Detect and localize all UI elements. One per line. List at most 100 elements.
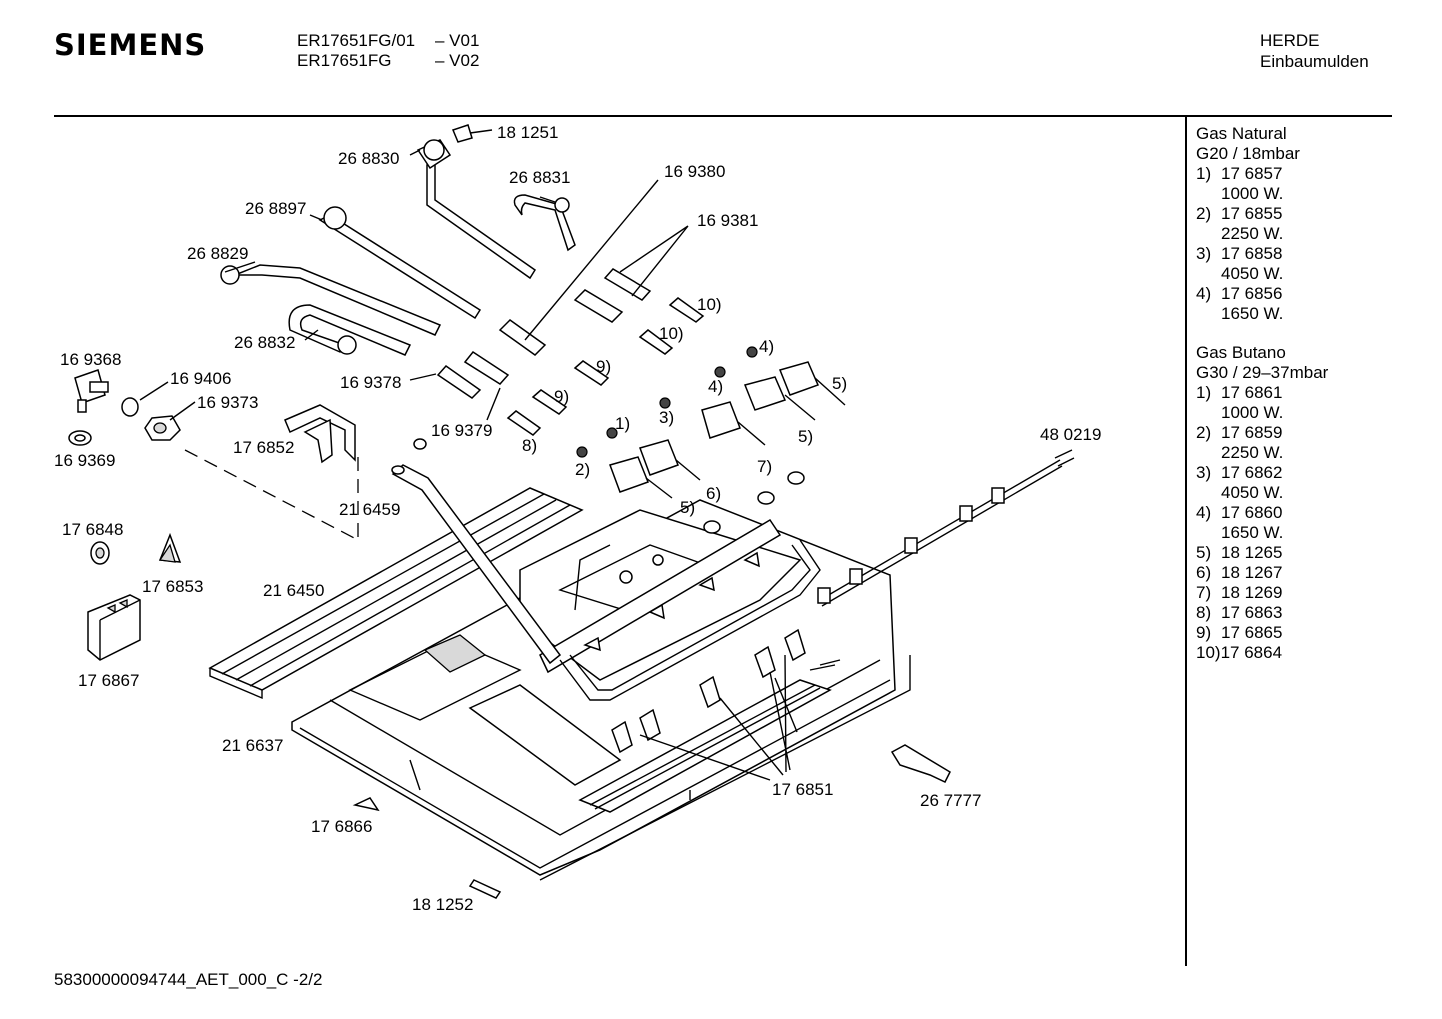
legend-power: 4050 W.: [1221, 483, 1284, 502]
gas-pipes: [220, 124, 576, 356]
label-18-1252: 18 1252: [412, 895, 473, 914]
legend-num: 2): [1196, 423, 1212, 442]
legend-item: 9)17 6865: [1196, 623, 1328, 643]
legend-power: 4050 W.: [1221, 264, 1284, 283]
legend-code: 18 1267: [1221, 563, 1283, 582]
label-17-6848: 17 6848: [62, 520, 123, 539]
legend-num: 4): [1196, 284, 1212, 303]
legend-num: 7): [1196, 583, 1212, 602]
document-id: 58300000094744_AET_000_C -2/2: [54, 970, 323, 989]
legend-group-natural: Gas Natural G20 / 18mbar 1) 17 6857 1000 …: [1196, 124, 1328, 324]
label-18-1251: 18 1251: [497, 123, 558, 142]
legend-num: 4): [1196, 503, 1212, 522]
callout-9: 9): [554, 387, 569, 406]
legend-spec: G20 / 18mbar: [1196, 144, 1300, 163]
legend-divider: [1185, 116, 1187, 966]
legend-item: 7)18 1269: [1196, 583, 1328, 603]
callout-9: 9): [596, 357, 611, 376]
label-17-6867: 17 6867: [78, 671, 139, 690]
supply-pipe: [391, 464, 562, 665]
legend-title: Gas Butano: [1196, 343, 1286, 362]
label-16-9379: 16 9379: [431, 421, 492, 440]
legend-code: 17 6856: [1221, 284, 1283, 303]
legend-code: 17 6859: [1221, 423, 1283, 442]
label-16-9373: 16 9373: [197, 393, 258, 412]
model-version: – V01: [435, 31, 480, 50]
callout-10: 10): [697, 295, 722, 314]
legend-item: 1) 17 6857: [1196, 164, 1328, 184]
legend-power: 1650 W.: [1221, 304, 1284, 323]
model-list: ER17651FG/01– V01 ER17651FG– V02: [297, 31, 479, 71]
legend-code: 17 6862: [1221, 463, 1283, 482]
legend-code: 18 1265: [1221, 543, 1283, 562]
legend-num: 8): [1196, 603, 1212, 622]
legend-item: 2) 17 6859: [1196, 423, 1328, 443]
legend-title: Gas Natural: [1196, 124, 1287, 143]
label-48-0219: 48 0219: [1040, 425, 1101, 444]
label-16-9381: 16 9381: [697, 211, 758, 230]
legend-code: 17 6861: [1221, 383, 1283, 402]
legend-item: 3) 17 6858: [1196, 244, 1328, 264]
gas-legend: Gas Natural G20 / 18mbar 1) 17 6857 1000 …: [1196, 124, 1328, 682]
label-16-9406: 16 9406: [170, 369, 231, 388]
brand-logo: SIEMENS: [54, 28, 207, 62]
legend-item: 8) 17 6863: [1196, 603, 1328, 623]
legend-num: 3): [1196, 244, 1212, 263]
legend-num: 1): [1196, 164, 1212, 183]
label-17-6866: 17 6866: [311, 817, 372, 836]
dashed-assembly-lines: [184, 449, 359, 542]
legend-item: 4) 17 6856: [1196, 284, 1328, 304]
label-16-9380: 16 9380: [664, 162, 725, 181]
category-line-2: Einbaumulden: [1260, 52, 1369, 71]
legend-power: 1000 W.: [1221, 403, 1284, 422]
legend-group-butano: Gas Butano G30 / 29–37mbar 1) 17 6861 100…: [1196, 343, 1328, 663]
header-divider: [54, 115, 1392, 117]
legend-spec: G30 / 29–37mbar: [1196, 363, 1329, 382]
legend-code: 17 6864: [1220, 643, 1283, 662]
label-26-8832: 26 8832: [234, 333, 295, 352]
callout-8: 8): [522, 436, 537, 455]
callout-4: 4): [759, 337, 774, 356]
legend-code: 17 6858: [1221, 244, 1283, 263]
label-26-8829: 26 8829: [187, 244, 248, 263]
legend-power: 1000 W.: [1221, 184, 1284, 203]
label-17-6853: 17 6853: [142, 577, 203, 596]
label-26-8897: 26 8897: [245, 199, 306, 218]
label-16-9368: 16 9368: [60, 350, 121, 369]
legend-item: 1) 17 6861: [1196, 383, 1328, 403]
left-loose-parts: [68, 369, 951, 899]
legend-code: 17 6860: [1221, 503, 1283, 522]
label-26-8831: 26 8831: [509, 168, 570, 187]
category-line-1: HERDE: [1260, 31, 1320, 50]
model-code: ER17651FG: [297, 51, 392, 70]
legend-item: 6) 18 1267: [1196, 563, 1328, 583]
screws-nozzles: [506, 297, 758, 458]
legend-code: 17 6855: [1221, 204, 1283, 223]
legend-code: 17 6863: [1221, 603, 1283, 622]
callout-5: 5): [832, 374, 847, 393]
legend-num: 3): [1196, 463, 1212, 482]
callout-3: 3): [659, 408, 674, 427]
product-category: HERDE Einbaumulden: [1260, 30, 1369, 72]
side-rails: [208, 487, 584, 700]
legend-num: 9): [1196, 623, 1212, 642]
legend-power: 2250 W.: [1221, 443, 1284, 462]
injector-tubes: [436, 268, 652, 399]
gas-taps: [413, 361, 846, 534]
model-row: ER17651FG– V02: [297, 51, 479, 71]
model-row: ER17651FG/01– V01: [297, 31, 479, 51]
legend-power: 1650 W.: [1221, 523, 1284, 542]
manifold-frame: [539, 518, 821, 701]
legend-item: 5)18 1265: [1196, 543, 1328, 563]
callout-5: 5): [680, 498, 695, 517]
part-labels: 18 1251 26 8830 26 8831 16 9380 26 8897 …: [54, 123, 1101, 914]
label-21-6450: 21 6450: [263, 581, 324, 600]
legend-code: 17 6857: [1221, 164, 1283, 183]
legend-power: 2250 W.: [1221, 224, 1284, 243]
legend-num: 2): [1196, 204, 1212, 223]
legend-num: 1): [1196, 383, 1212, 402]
callout-7: 7): [757, 457, 772, 476]
legend-num: 6): [1196, 563, 1212, 582]
label-17-6852: 17 6852: [233, 438, 294, 457]
callout-2: 2): [575, 460, 590, 479]
